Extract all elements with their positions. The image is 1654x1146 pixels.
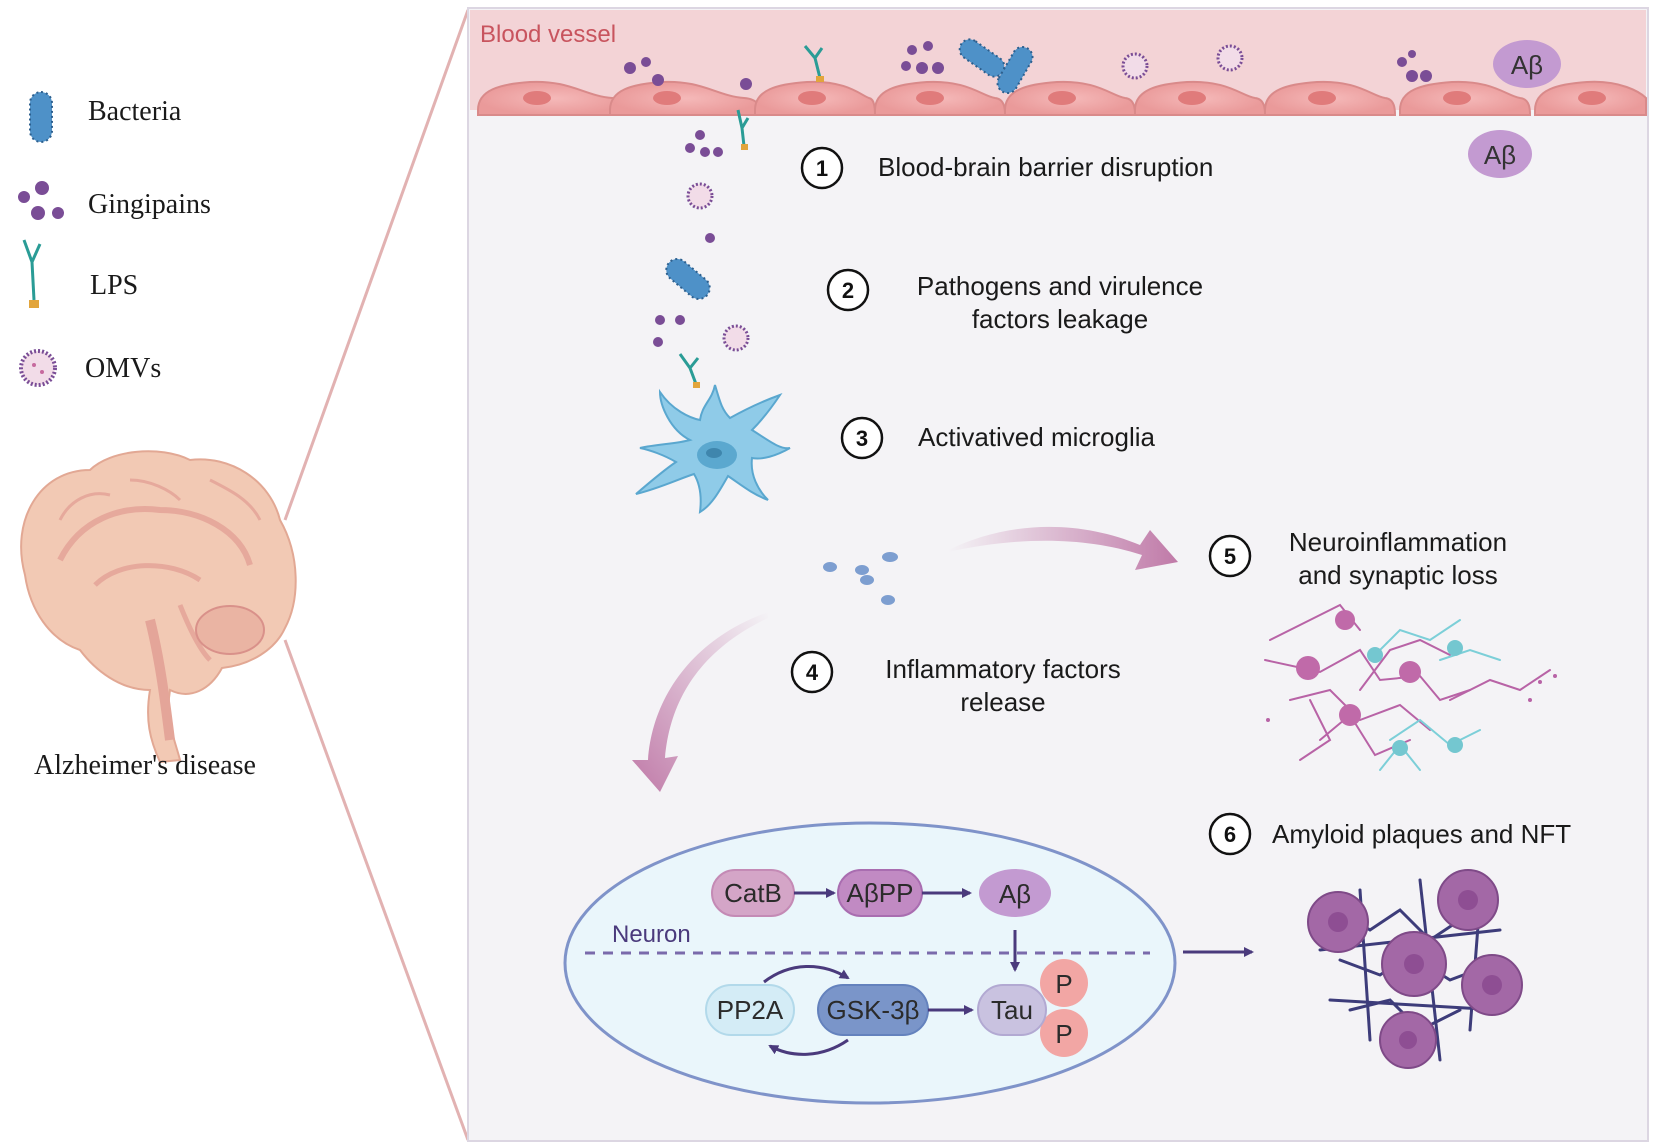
step-5: 5 Neuroinflammation and synaptic loss [1208, 527, 1507, 590]
step-6-text: Amyloid plaques and NFT [1272, 819, 1571, 849]
step-4-text-line2: release [960, 687, 1045, 717]
svg-text:GSK-3β: GSK-3β [827, 995, 920, 1025]
step-2-text-line2: factors leakage [972, 304, 1148, 334]
blood-vessel-label: Blood vessel [480, 21, 616, 48]
legend-gingipains-label: Gingipains [88, 189, 211, 220]
phospho-p-bottom [1040, 1009, 1088, 1057]
arrow-to-step5 [948, 526, 1178, 570]
brain-label: Alzheimer's disease [34, 750, 256, 781]
step-3: 3 Activatived microglia [840, 416, 1156, 460]
step-1: 1 Blood-brain barrier disruption [800, 146, 1213, 190]
svg-text:PP2A: PP2A [717, 995, 784, 1025]
vessel-omvs [1121, 44, 1244, 80]
step-3-text: Activatived microglia [918, 422, 1156, 452]
pp2a-node [705, 984, 795, 1036]
phospho-p-top [1040, 959, 1088, 1007]
arrow-to-neuron [632, 612, 768, 792]
step-5-text-line1: Neuroinflammation [1289, 527, 1507, 557]
legend: Bacteria Gingipains LPS OMVs [18, 91, 211, 387]
blood-vessel: Blood vessel [470, 10, 1647, 116]
step-4: 4 Inflammatory factors release [790, 650, 1121, 717]
step-3-number: 3 [856, 426, 868, 451]
vessel-abeta: Aβ [1493, 40, 1561, 88]
lps-icon [22, 239, 42, 308]
neuron-cell: Neuron CatB AβPP Aβ PP2A GSK-3β P P Tau [563, 821, 1177, 1105]
svg-text:Tau: Tau [991, 995, 1033, 1025]
vessel-bacteria [958, 38, 1034, 94]
vessel-lps [803, 45, 824, 82]
legend-lps-label: LPS [90, 270, 138, 301]
svg-text:AβPP: AβPP [847, 878, 914, 908]
inflammatory-factors [823, 552, 898, 605]
activated-microglia [635, 384, 791, 514]
svg-text:CatB: CatB [724, 878, 782, 908]
step-5-text-line2: and synaptic loss [1298, 560, 1497, 590]
leaking-pathogens [653, 109, 750, 388]
legend-bacteria-label: Bacteria [88, 96, 182, 127]
step-6: 6 Amyloid plaques and NFT [1208, 812, 1571, 856]
svg-text:Aβ: Aβ [1484, 140, 1516, 170]
zoom-lines [283, 9, 470, 1141]
plaques-nft [1307, 869, 1523, 1069]
legend-omvs-label: OMVs [85, 353, 161, 384]
step-1-number: 1 [816, 156, 828, 181]
brain-illustration [20, 450, 297, 764]
step-6-number: 6 [1224, 822, 1236, 847]
tau-node [977, 984, 1047, 1036]
vessel-gingipains [624, 41, 1432, 90]
endothelial-cells [477, 80, 1647, 116]
svg-text:Aβ: Aβ [999, 879, 1031, 909]
bacteria-icon [29, 91, 53, 143]
omvs-icon [19, 349, 57, 387]
step-4-text-line1: Inflammatory factors [885, 654, 1121, 684]
synaptic-network [1264, 603, 1557, 771]
gingipains-icon [18, 181, 64, 220]
step-2: 2 Pathogens and virulence factors leakag… [826, 268, 1203, 334]
leaked-abeta: Aβ [1468, 130, 1532, 178]
abeta-node [979, 869, 1051, 917]
step-5-number: 5 [1224, 544, 1236, 569]
step-2-text-line1: Pathogens and virulence [917, 271, 1203, 301]
step-2-number: 2 [842, 278, 854, 303]
step-4-number: 4 [806, 660, 819, 685]
neuron-label: Neuron [612, 921, 691, 948]
svg-text:P: P [1055, 969, 1072, 999]
svg-text:P: P [1055, 1019, 1072, 1049]
svg-text:Aβ: Aβ [1511, 50, 1543, 80]
step-1-text: Blood-brain barrier disruption [878, 152, 1213, 182]
